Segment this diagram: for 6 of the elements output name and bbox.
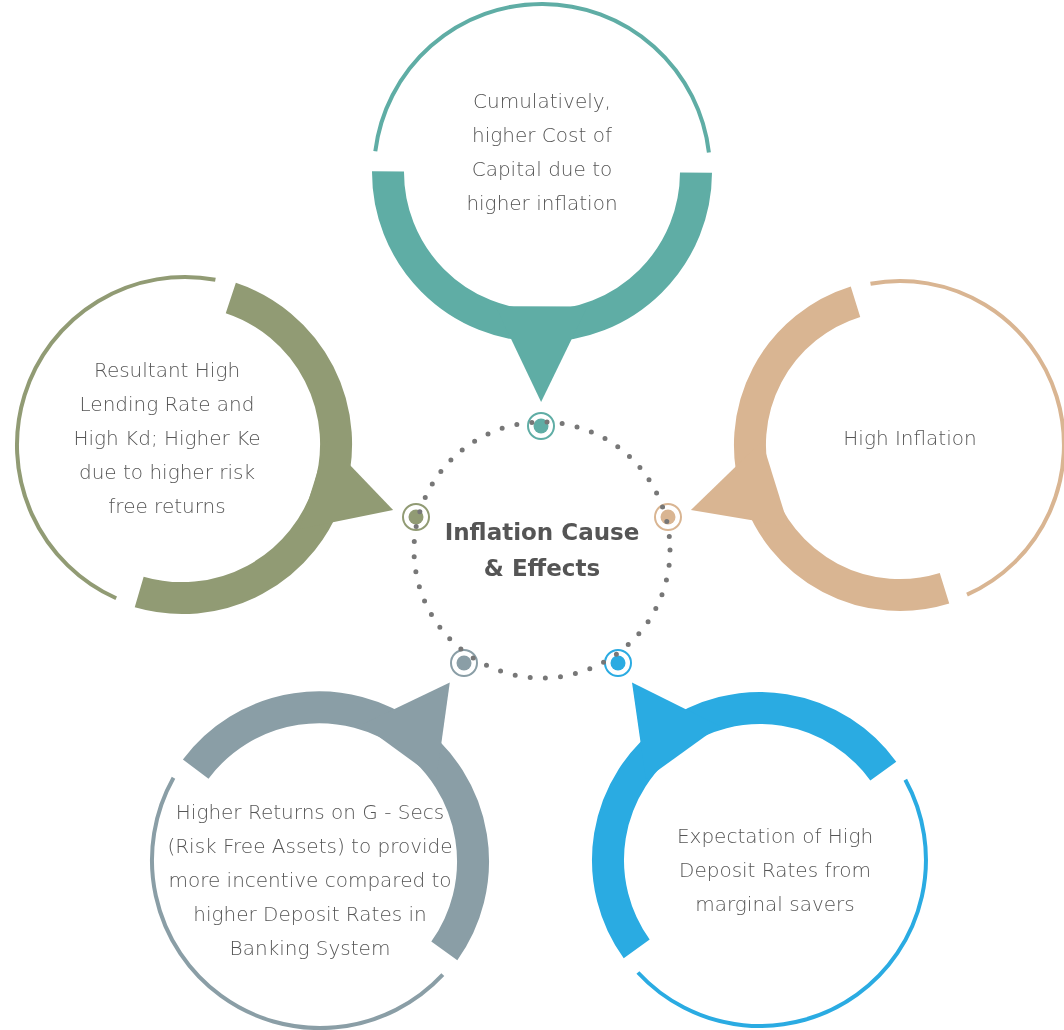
- bubble-text: High Inflation: [842, 425, 978, 452]
- bubble-text: Cumulatively, higher Cost of Capital due to higher inflation: [465, 88, 619, 217]
- bubble-text: Higher Returns on G - Secs (Risk Free Assets) to provide more incentive compared to higher Deposit Rates in Banking System: [166, 799, 454, 962]
- bubble-text: Resultant High Lending Rate and High Kd; Higher Ke due to higher risk free returns: [72, 357, 262, 520]
- bubble-text: Expectation of High Deposit Rates from marginal savers: [675, 823, 875, 918]
- center-title: Inflation Cause & Effects: [443, 518, 641, 583]
